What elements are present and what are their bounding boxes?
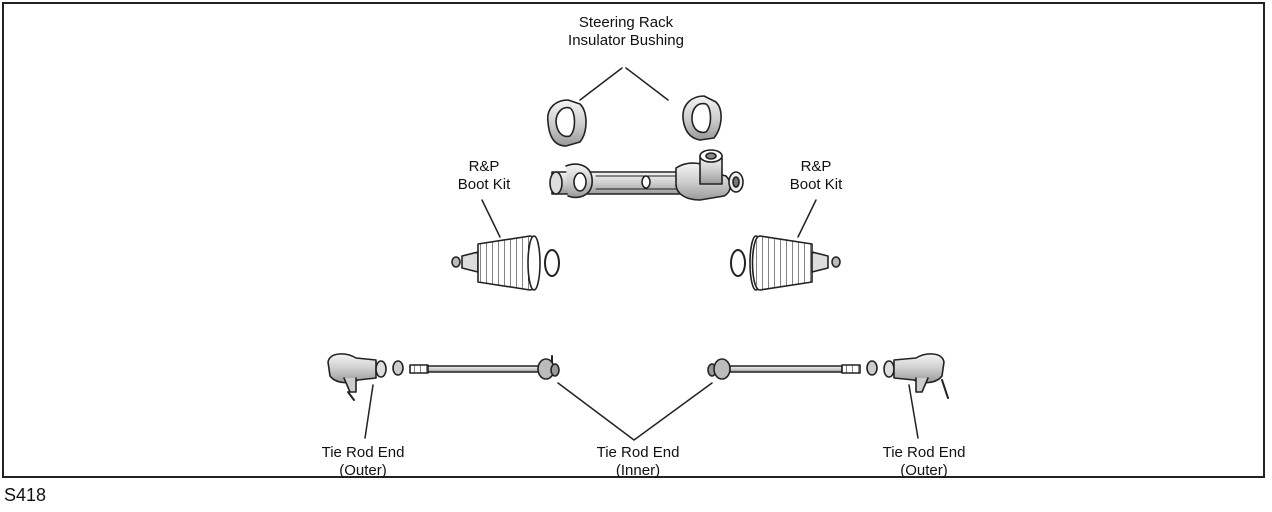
boot-kit-left [451, 235, 560, 291]
rack-housing [549, 149, 744, 201]
leader-outer-right [908, 384, 919, 439]
leader-boot-right [797, 199, 817, 238]
label-tie-rod-inner: Tie Rod End (Inner) [596, 444, 680, 479]
label-tie-rod-outer-right: Tie Rod End (Outer) [882, 444, 966, 479]
leader-outer-left [364, 384, 374, 439]
tie-rod-inner-left [409, 355, 560, 380]
tie-rod-outer-right [883, 353, 949, 399]
tie-rod-outer-left [327, 353, 387, 401]
figure-code: S418 [4, 485, 47, 505]
jam-nut-right [866, 360, 878, 376]
leader-bushing-left [579, 67, 623, 101]
tie-rod-inner-right [707, 358, 861, 380]
leader-inner [557, 382, 713, 441]
diagram-frame [2, 2, 1265, 478]
label-boot-kit-left: R&P Boot Kit [457, 158, 511, 193]
label-rack-bushing: Steering Rack Insulator Bushing [568, 14, 684, 49]
label-boot-kit-right: R&P Boot Kit [789, 158, 843, 193]
label-tie-rod-outer-left: Tie Rod End (Outer) [321, 444, 405, 479]
leader-boot-left [481, 199, 501, 238]
jam-nut-left [392, 360, 404, 376]
leader-bushing-right [625, 67, 669, 101]
leader-lines [364, 67, 919, 441]
boot-kit-right [730, 235, 841, 291]
bushing-right [682, 95, 722, 141]
bushing-left [546, 99, 587, 147]
